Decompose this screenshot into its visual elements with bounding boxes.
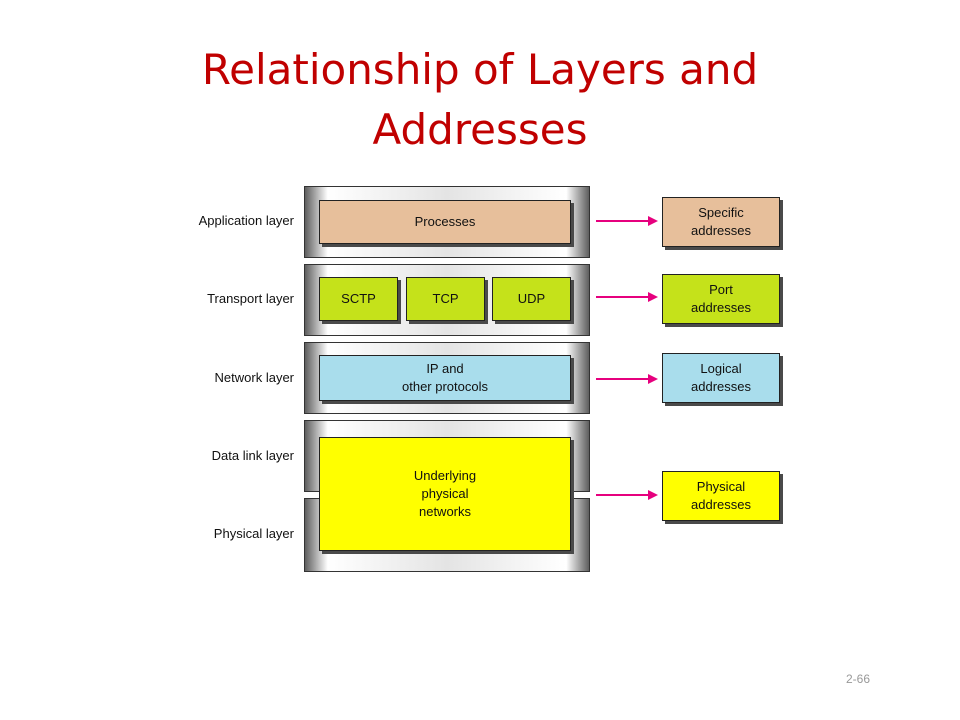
title-line-2: Addresses	[372, 105, 588, 154]
page-title: Relationship of Layers and Addresses	[0, 40, 960, 160]
processes-box: Processes	[319, 200, 571, 244]
arrow-icon	[596, 216, 658, 226]
underlying-networks-box: Underlying physical networks	[319, 437, 571, 551]
title-line-1: Relationship of Layers and	[201, 45, 759, 94]
tcp-box: TCP	[406, 277, 485, 321]
logical-addresses-box: Logical addresses	[662, 353, 780, 403]
layer-label-data-link: Data link layer	[211, 448, 294, 463]
port-addresses-box: Port addresses	[662, 274, 780, 324]
specific-addresses-box: Specific addresses	[662, 197, 780, 247]
arrow-icon	[596, 292, 658, 302]
layer-label-network: Network layer	[214, 370, 294, 385]
udp-box: UDP	[492, 277, 571, 321]
layer-label-application: Application layer	[198, 213, 294, 228]
arrow-icon	[596, 374, 658, 384]
layer-label-physical: Physical layer	[213, 526, 294, 541]
sctp-box: SCTP	[319, 277, 398, 321]
arrow-icon	[596, 490, 658, 500]
ip-protocols-box: IP and other protocols	[319, 355, 571, 401]
layer-label-transport: Transport layer	[207, 291, 294, 306]
physical-addresses-box: Physical addresses	[662, 471, 780, 521]
page-number: 2-66	[846, 672, 871, 686]
